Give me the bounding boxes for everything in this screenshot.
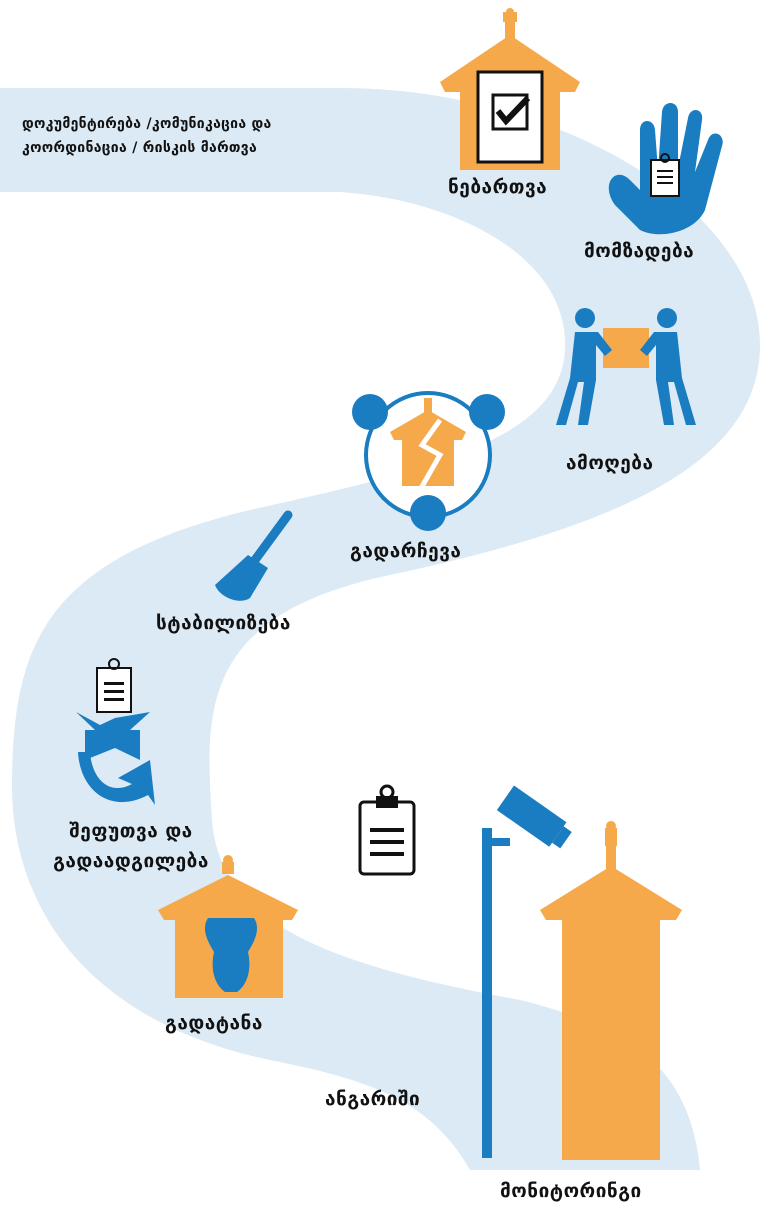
box-clipboard-icon [76,658,155,805]
temple-icon [540,821,682,1160]
intro-line-2: კოორდინაცია / რისკის მართვა [22,140,258,156]
damaged-temple-icon [352,391,505,531]
temple-checkmark-icon [440,8,580,170]
step-packing-label: შეფუთვა და გადაადგილება [26,816,236,876]
temple-vase-icon [158,855,298,998]
hand-clipboard-icon [608,103,723,235]
step-removal-label: ამოღება [566,452,654,474]
step-packing-line-1: შეფუთვა და [69,820,193,842]
intro-text: დოკუმენტირება /კომუნიკაცია და კოორდინაცი… [22,112,272,160]
step-stabilization-label: სტაბილიზება [156,612,291,634]
step-preparation-label: მომზადება [584,240,695,262]
intro-line-1: დოკუმენტირება /კომუნიკაცია და [22,116,272,132]
people-carrying-box-icon [556,308,696,425]
step-transfer-label: გადატანა [165,1012,263,1034]
broom-icon [215,510,293,601]
step-permit-label: ნებართვა [448,176,548,198]
clipboard-icon [358,784,416,876]
step-report-label: ანგარიში [325,1088,421,1110]
camera-icon [482,785,572,1158]
step-monitoring-label: მონიტორინგი [500,1180,642,1202]
step-sorting-label: გადარჩევა [350,540,462,562]
step-packing-line-2: გადაადგილება [53,850,209,872]
